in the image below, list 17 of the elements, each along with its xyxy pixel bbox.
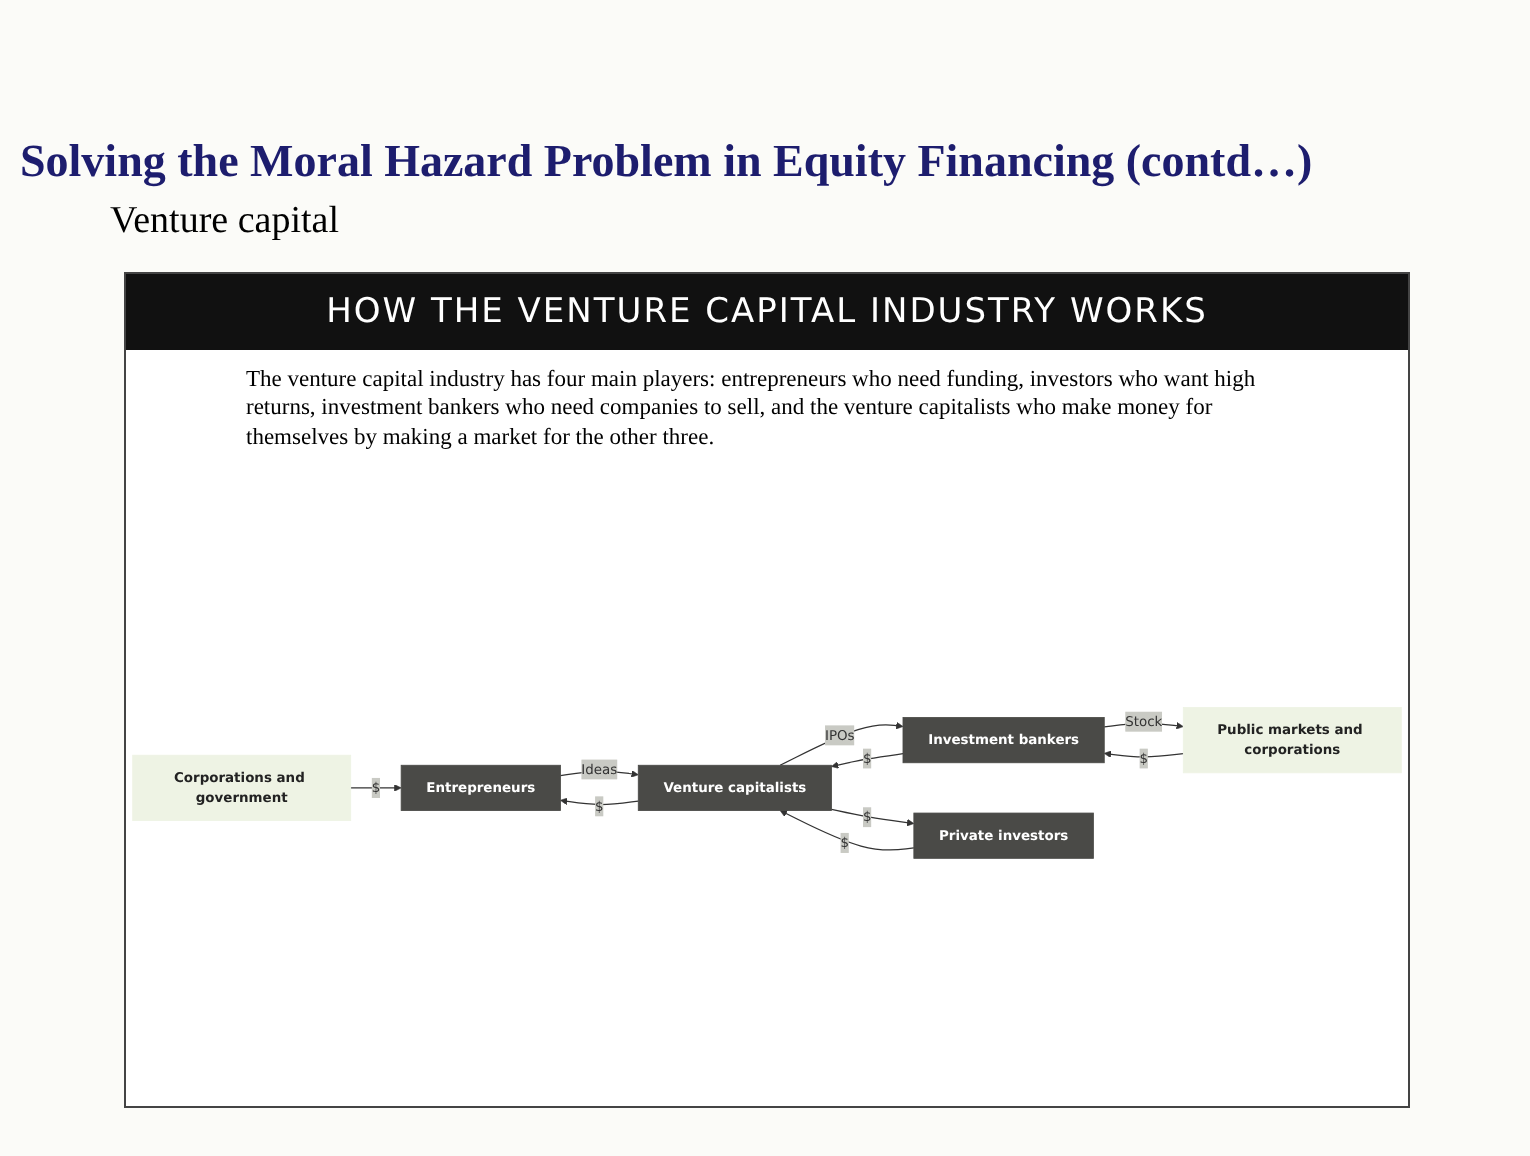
arrow [830, 808, 915, 827]
node-box [400, 765, 561, 812]
node-box [1182, 707, 1402, 774]
node-box [637, 765, 832, 812]
bullet-text: Venture capital [110, 200, 339, 244]
arrow [1103, 750, 1184, 759]
panel-heading: HOW THE VENTURE CAPITAL INDUSTRY WORKS [126, 274, 1408, 350]
arrow [779, 810, 915, 851]
arrow [560, 797, 639, 806]
arrow [779, 722, 904, 767]
arrow [831, 753, 904, 769]
node-box [132, 755, 352, 822]
node-box [913, 812, 1094, 859]
slide-title: Solving the Moral Hazard Problem in Equity Financing (contd…) [20, 136, 1315, 188]
description-paragraph: The venture capital industry has four main players: entrepreneurs who need funding, investors who want high returns, investment bankers who need companies to sell, and the venture capitalists who make money for themselves by making a market for the other three. [244, 366, 1258, 454]
node-box [902, 717, 1105, 764]
arrow [350, 784, 402, 792]
